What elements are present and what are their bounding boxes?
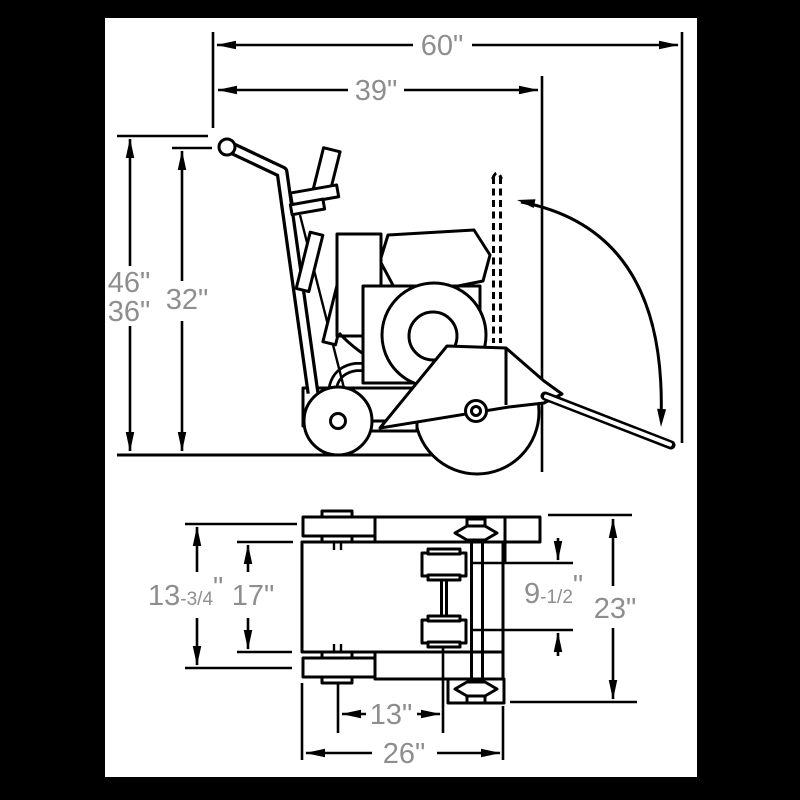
deck-band-upper <box>373 515 542 544</box>
arbor-flange-top <box>453 524 499 542</box>
dim-label-23: 23" <box>594 593 637 625</box>
front-wheel-hub <box>329 412 347 430</box>
dim-overall-width: 23" <box>510 513 637 704</box>
blade-and-guard <box>353 344 676 476</box>
arbor-bolt <box>464 399 488 423</box>
handle-grip <box>217 137 237 157</box>
front-roller-lower <box>301 644 377 685</box>
dim-label-17: 17" <box>232 580 275 612</box>
dim-deck-length: 39" <box>217 75 544 472</box>
rear-axle-assembly <box>420 547 468 649</box>
dim-label-46: 46" <box>108 267 151 299</box>
dim-handle-height: 46" 36" <box>108 134 208 452</box>
dim-axle-offset: 13" <box>336 647 445 733</box>
dim-overall-length: 60" <box>211 30 684 443</box>
dim-frame-length: 26" <box>300 683 505 770</box>
dim-label-36: 36" <box>108 296 151 328</box>
rear-wheel-lower <box>420 618 468 645</box>
dim-label-26: 26" <box>383 738 426 770</box>
frame-body <box>300 540 505 654</box>
front-wheel <box>302 385 374 457</box>
dim-label-39: 39" <box>355 75 398 107</box>
arbor-flange-bottom <box>453 680 499 698</box>
rear-wheel-upper <box>420 551 468 578</box>
rotation-arrow <box>517 199 667 427</box>
side-view: 60" 39" 46" 36" 32" <box>108 30 684 476</box>
dim-label-13: 13" <box>370 699 413 731</box>
handle-bracket-bar-2 <box>288 197 327 217</box>
dim-overall-height: 32" <box>166 146 212 452</box>
dim-frame-width: 17" <box>232 540 293 654</box>
engine <box>335 228 492 389</box>
rod-sleeve-upper <box>294 230 325 294</box>
plan-view: 13-3/4" 17" 9-1/2" 23" <box>148 509 637 770</box>
handle-raised-position-dashed <box>491 171 503 343</box>
dim-label-13-3-4: 13-3/4" <box>148 572 223 612</box>
arbor-bolt-center <box>470 405 482 417</box>
dim-label-60: 60" <box>421 30 464 62</box>
dim-label-32: 32" <box>166 284 209 316</box>
flywheel-center <box>407 310 459 362</box>
dim-track-width: 9-1/2" <box>472 538 583 656</box>
front-roller-upper <box>301 509 377 550</box>
fuel-tank <box>378 228 492 291</box>
dim-roller-width: 13-3/4" <box>148 522 297 670</box>
dim-label-9-1-2: 9-1/2" <box>524 570 583 610</box>
